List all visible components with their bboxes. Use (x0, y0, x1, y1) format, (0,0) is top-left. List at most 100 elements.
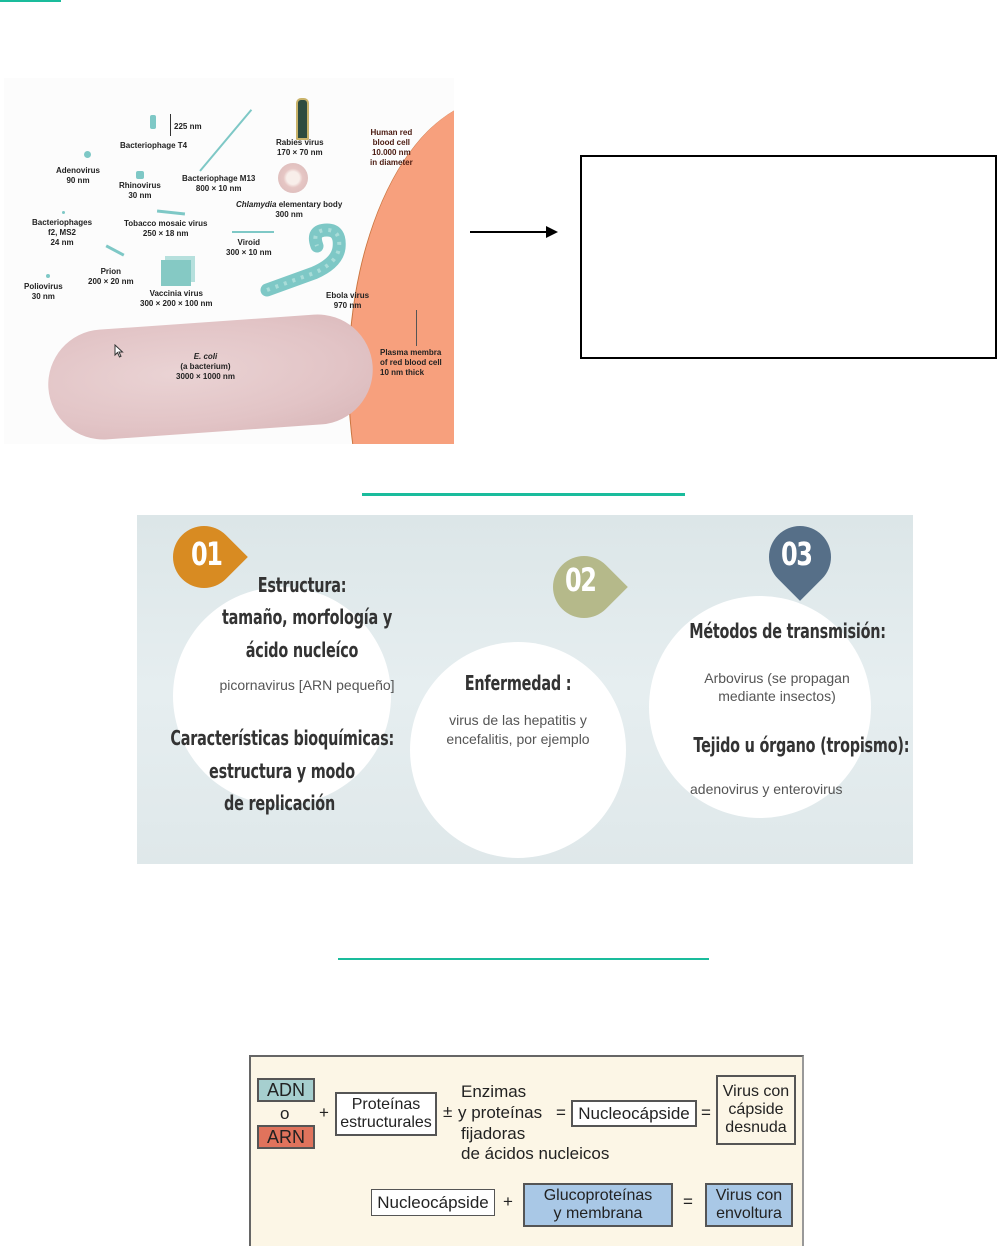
equals-sign: = (556, 1103, 566, 1122)
item-01-heading-line: tamaño, morfología y (222, 605, 392, 629)
e-coli-size: 3000 × 1000 nm (176, 372, 235, 381)
virus-classification-infographic: 01 02 03 Estructura: tamaño, morfología … (137, 515, 913, 864)
mouse-cursor-icon (114, 344, 124, 358)
poliovirus-name: Poliovirus (24, 282, 63, 291)
item-03-example-line: mediante insectos) (718, 688, 836, 704)
glycoproteins-line: y membrana (553, 1205, 643, 1222)
e-coli-label: E. coli (a bacterium) 3000 × 1000 nm (176, 352, 235, 382)
plus-minus-sign: ± (443, 1102, 453, 1121)
viroid-name: Viroid (237, 238, 261, 247)
chlamydia-label: Chlamydia elementary body 300 nm (236, 200, 342, 220)
enzymes-line: y proteínas (458, 1103, 543, 1122)
heading-underline-lower (338, 958, 709, 960)
circle-03 (649, 596, 871, 818)
item-01-example: picornavirus [ARN pequeño] (219, 677, 395, 693)
ebola-virus-icon (260, 223, 346, 297)
item-03-heading2: Tejido u órgano (tropismo): (693, 733, 910, 757)
circle-01 (173, 587, 391, 805)
naked-virus-line: cápside (728, 1101, 784, 1118)
viroid-icon (232, 231, 274, 233)
rabies-virus-icon (296, 98, 309, 140)
tmv-label: Tobacco mosaic virus 250 × 18 nm (124, 219, 207, 239)
enzymes-line: fijadoras (461, 1124, 526, 1143)
rhinovirus-size: 30 nm (128, 191, 152, 200)
bacteriophage-t4-icon (150, 115, 156, 129)
e-coli-sub: (a bacterium) (180, 362, 231, 371)
item-01-heading2-line: de replicación (224, 791, 335, 815)
nucleocapsid-box: Nucleocápside (571, 1100, 697, 1127)
arrow-right-icon (546, 226, 558, 238)
chlamydia-name: elementary body (276, 200, 343, 209)
enveloped-virus-box: Virus con envoltura (705, 1183, 793, 1227)
enveloped-virus-line: Virus con (715, 1187, 783, 1204)
f2-size: 24 nm (50, 238, 74, 247)
heading-underline-top (0, 0, 61, 2)
item-02-heading: Enfermedad : (464, 671, 572, 695)
tobacco-mosaic-virus-icon (156, 209, 186, 216)
rabies-name: Rabies virus (276, 138, 324, 147)
chlamydia-size: 300 nm (275, 210, 303, 219)
enzymes-line: de ácidos nucleicos (461, 1144, 610, 1163)
chlamydia-icon (278, 163, 308, 193)
equals-sign-2: = (683, 1192, 693, 1211)
poliovirus-icon (46, 274, 50, 278)
prion-name: Prion (100, 267, 122, 276)
poliovirus-size: 30 nm (31, 292, 55, 301)
naked-virus-line: Virus con (722, 1083, 790, 1100)
viroid-label: Viroid 300 × 10 nm (226, 238, 272, 258)
heading-underline-middle (362, 493, 685, 496)
pin-03-number: 03 (781, 535, 813, 573)
enzymes-line: Enzimas (461, 1082, 527, 1101)
or-text: o (280, 1104, 290, 1123)
equals-sign: = (701, 1103, 711, 1122)
item-01-heading-line: Estructura: (257, 573, 347, 597)
answer-box[interactable] (580, 155, 997, 359)
item-01-heading2-line: estructura y modo (209, 759, 355, 783)
circle-02 (410, 642, 626, 858)
enveloped-virus-line: envoltura (716, 1205, 782, 1222)
ebola-label: Ebola virus 970 nm (326, 291, 369, 311)
rhinovirus-icon (136, 171, 144, 179)
adenovirus-name: Adenovirus (56, 166, 101, 175)
rbc-label: Human red blood cell 10.000 nm in diamet… (370, 128, 413, 168)
rabies-size: 170 × 70 nm (276, 148, 323, 157)
membrane-pointer-line (416, 310, 417, 346)
vaccinia-virus-icon (161, 260, 191, 286)
membrane-label: Plasma membra of red blood cell 10 nm th… (380, 348, 442, 378)
adenovirus-icon (84, 151, 91, 158)
adenovirus-label: Adenovirus 90 nm (56, 166, 100, 186)
t4-scale-arrow-icon (170, 114, 171, 136)
item-02-example-line: encefalitis, por ejemplo (446, 731, 590, 747)
vaccinia-label: Vaccinia virus 300 × 200 × 100 nm (140, 289, 213, 309)
rbc-label-line: blood cell (372, 138, 411, 147)
pin-01-number: 01 (191, 535, 223, 573)
structural-proteins-line: Proteínas (351, 1096, 421, 1113)
arrow-line (470, 231, 550, 233)
item-01-heading2-line: Características bioquímicas: (170, 726, 395, 750)
virus-composition-diagram: ADN o ARN + Proteínas estructurales ± En… (249, 1055, 804, 1246)
glycoproteins-box: Glucoproteínas y membrana (523, 1183, 673, 1227)
tmv-size: 250 × 18 nm (142, 229, 189, 238)
vaccinia-name: Vaccinia virus (149, 289, 203, 298)
f2-name: Bacteriophages (32, 218, 93, 227)
bacteriophage-m13-icon (199, 109, 253, 172)
ebola-name: Ebola virus (326, 291, 370, 300)
adenovirus-size: 90 nm (66, 176, 90, 185)
rbc-label-line: in diameter (370, 158, 413, 167)
item-03-heading: Métodos de transmisión: (689, 619, 886, 643)
adn-box: ADN (257, 1078, 315, 1102)
vaccinia-size: 300 × 200 × 100 nm (140, 299, 213, 308)
prion-label: Prion 200 × 20 nm (88, 267, 134, 287)
viroid-size: 300 × 10 nm (226, 248, 272, 257)
t4-size-label: 225 nm (174, 122, 202, 131)
ebola-size: 970 nm (333, 301, 362, 310)
prion-icon (105, 244, 125, 257)
t4-label: Bacteriophage T4 (120, 141, 188, 150)
tmv-name: Tobacco mosaic virus (124, 219, 208, 228)
e-coli-name: E. coli (193, 352, 218, 361)
f2-subname: f2, MS2 (48, 228, 77, 237)
plus-sign-2: + (503, 1192, 513, 1211)
arn-box: ARN (257, 1125, 315, 1149)
pin-02-number: 02 (565, 561, 597, 599)
item-03-example-line: Arbovirus (se propagan (704, 670, 850, 686)
